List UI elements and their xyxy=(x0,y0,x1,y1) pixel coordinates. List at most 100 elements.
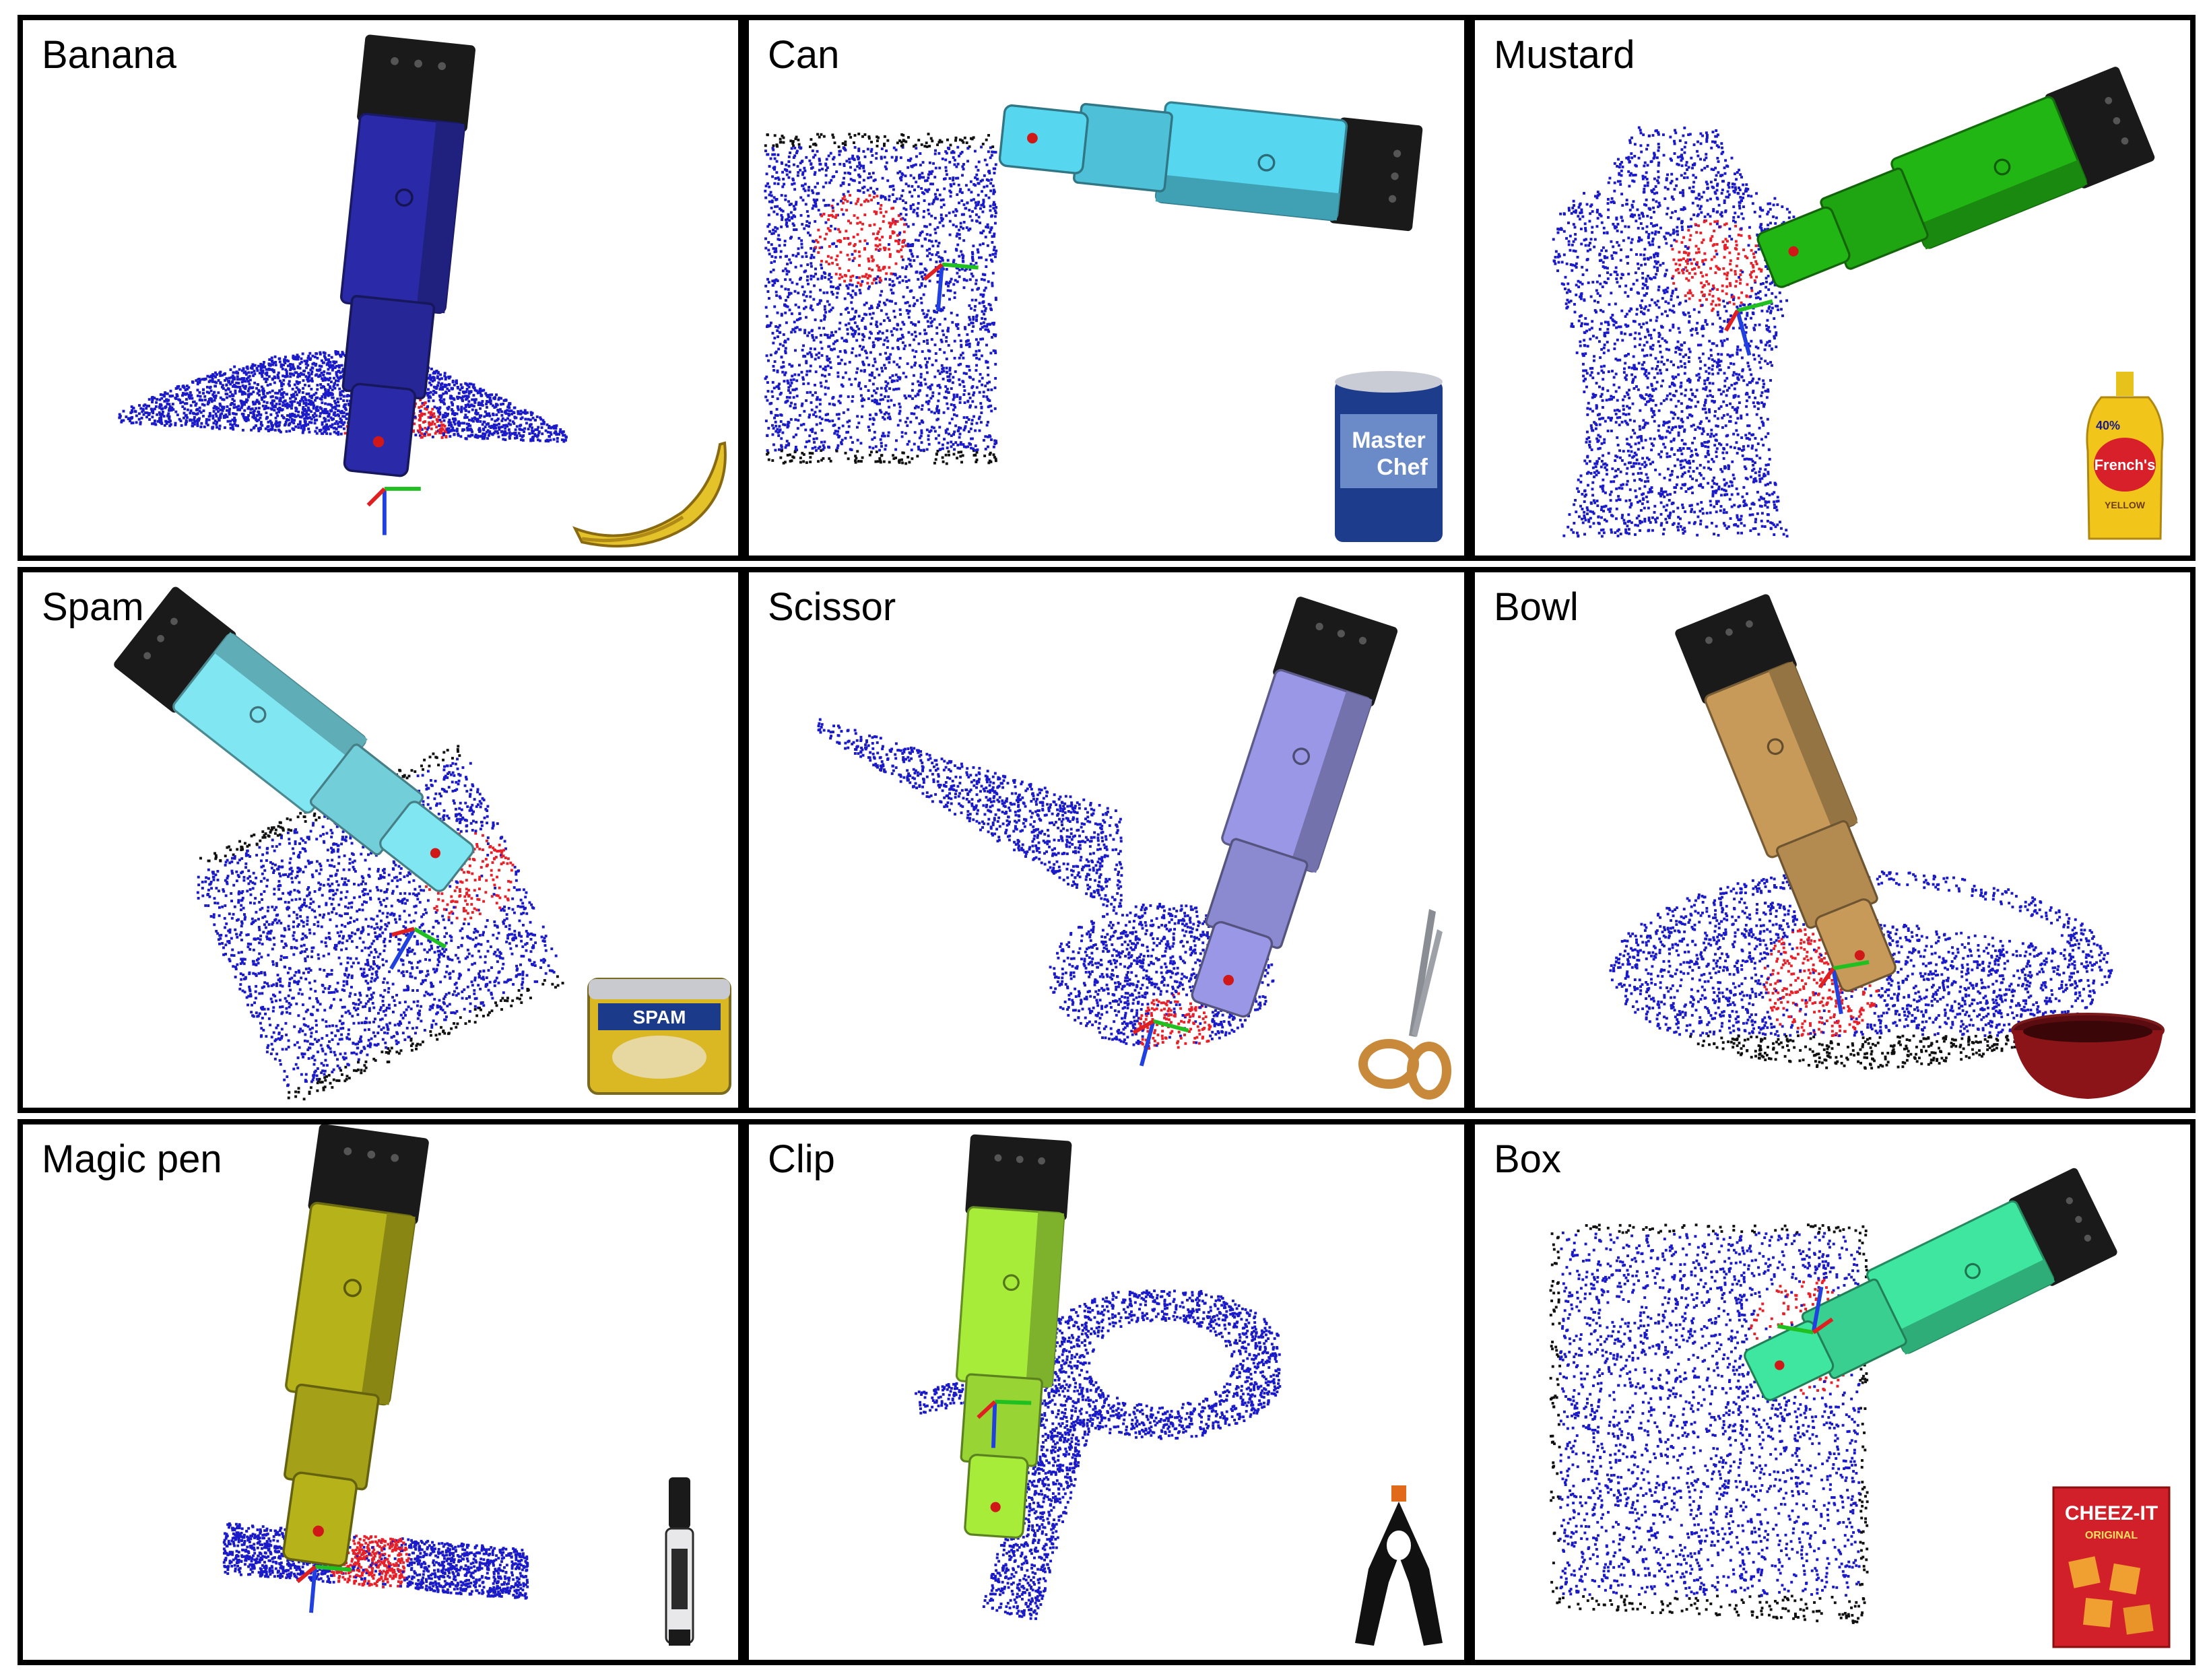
z-axis xyxy=(1139,1020,1156,1067)
y-axis xyxy=(1737,299,1773,313)
gripper-motor xyxy=(357,34,475,133)
gripper-motor xyxy=(308,1124,429,1225)
x-axis xyxy=(1132,1019,1155,1035)
panel-banana: Banana xyxy=(18,15,744,561)
pose-axes xyxy=(366,487,421,535)
point-cloud xyxy=(118,350,568,443)
y-axis xyxy=(1777,1324,1814,1335)
y-axis xyxy=(315,1564,352,1572)
scene-box xyxy=(1549,1168,2117,1624)
x-axis xyxy=(366,487,386,507)
scene-scissor xyxy=(817,597,1398,1067)
gripper-motor xyxy=(1329,117,1423,232)
gripper-finger xyxy=(1756,206,1851,288)
marker-photo xyxy=(659,1475,700,1650)
gripper-finger xyxy=(1744,1320,1835,1401)
gripper xyxy=(1744,1168,2117,1401)
y-axis xyxy=(413,927,447,949)
panel-spam: Spam SPAM xyxy=(18,567,744,1113)
banana-photo xyxy=(568,431,730,552)
scissor-photo xyxy=(1355,902,1456,1104)
gripper-finger xyxy=(379,801,475,892)
gripper xyxy=(1675,594,1897,993)
bowl-photo xyxy=(2007,1010,2169,1104)
panel-box: Box CHEEZ-IT ORIGINAL xyxy=(1470,1119,2196,1665)
point-cloud xyxy=(764,132,998,465)
gripper-finger xyxy=(964,1454,1029,1539)
gripper xyxy=(1756,67,2155,288)
point-cloud xyxy=(222,1522,529,1600)
y-axis xyxy=(995,1399,1032,1405)
pose-axes xyxy=(1818,960,1870,1015)
can-photo-line2: Chef xyxy=(1377,455,1428,480)
mustard-photo-variety: YELLOW xyxy=(2105,500,2146,510)
gripper-finger xyxy=(343,382,417,477)
x-axis xyxy=(923,263,944,281)
can-photo: Master Chef xyxy=(1328,367,1449,549)
point-cloud xyxy=(1549,1223,1869,1624)
y-axis xyxy=(1152,1019,1189,1033)
pose-axes xyxy=(923,262,979,311)
panel-label: Bowl xyxy=(1494,584,1579,630)
gripper-finger xyxy=(282,1471,358,1568)
z-axis xyxy=(1831,968,1843,1015)
x-axis xyxy=(1724,309,1740,332)
gripper-motor xyxy=(114,586,236,713)
point-cloud xyxy=(915,1289,1282,1620)
z-axis xyxy=(1811,1286,1824,1333)
panel-label: Magic pen xyxy=(42,1137,222,1182)
panel-label: Can xyxy=(768,32,839,77)
can-photo-line1: Master xyxy=(1352,428,1426,453)
panel-label: Box xyxy=(1494,1137,1561,1182)
gripper xyxy=(282,1124,429,1568)
z-axis xyxy=(936,264,944,311)
scene-spam xyxy=(114,586,564,1101)
x-axis xyxy=(1812,1317,1834,1335)
gripper xyxy=(339,34,475,477)
panel-can: Can Master Chef xyxy=(744,15,1470,561)
scene-bowl xyxy=(1609,594,2113,1070)
z-axis xyxy=(991,1401,997,1448)
point-cloud xyxy=(1552,126,1802,538)
y-axis xyxy=(1833,960,1870,971)
gripper xyxy=(114,586,475,892)
clamp-photo xyxy=(1342,1481,1456,1650)
pose-axes xyxy=(1724,299,1773,356)
cheezit-photo: CHEEZ-IT ORIGINAL xyxy=(2051,1485,2172,1650)
panel-label: Spam xyxy=(42,584,144,630)
gripper-finger xyxy=(998,104,1089,174)
z-axis xyxy=(309,1566,317,1613)
y-axis xyxy=(942,262,979,270)
box-photo-brand: CHEEZ-IT xyxy=(2065,1502,2158,1524)
gripper xyxy=(955,1134,1072,1539)
panel-scissor: Scissor xyxy=(744,567,1470,1113)
panel-mustard: Mustard French's 40% YELLOW xyxy=(1470,15,2196,561)
scene-magic-pen xyxy=(222,1124,529,1613)
pose-axes xyxy=(977,1399,1032,1448)
pose-axes xyxy=(296,1564,352,1613)
scene-clip xyxy=(915,1134,1282,1620)
x-axis xyxy=(1818,967,1835,988)
z-axis xyxy=(1736,310,1752,356)
gripper-wrist xyxy=(341,295,436,400)
scene-can xyxy=(764,101,1423,465)
panel-label: Mustard xyxy=(1494,32,1635,77)
gripper-wrist xyxy=(1073,102,1173,193)
panel-clip: Clip xyxy=(744,1119,1470,1665)
panel-label: Clip xyxy=(768,1137,835,1182)
pose-axes xyxy=(1132,1019,1189,1067)
scene-banana xyxy=(118,34,568,535)
spam-photo: SPAM xyxy=(582,970,737,1098)
point-cloud xyxy=(196,745,564,1101)
panel-label: Banana xyxy=(42,32,176,77)
gripper xyxy=(998,101,1423,232)
panel-magic-pen: Magic pen xyxy=(18,1119,744,1665)
mustard-photo: French's 40% YELLOW xyxy=(2081,370,2169,545)
z-axis xyxy=(389,927,416,970)
x-axis xyxy=(977,1400,997,1419)
panel-bowl: Bowl xyxy=(1470,567,2196,1113)
mustard-photo-brand: French's xyxy=(2095,457,2156,473)
spam-photo-brand: SPAM xyxy=(633,1007,686,1028)
gripper-wrist xyxy=(960,1373,1043,1467)
